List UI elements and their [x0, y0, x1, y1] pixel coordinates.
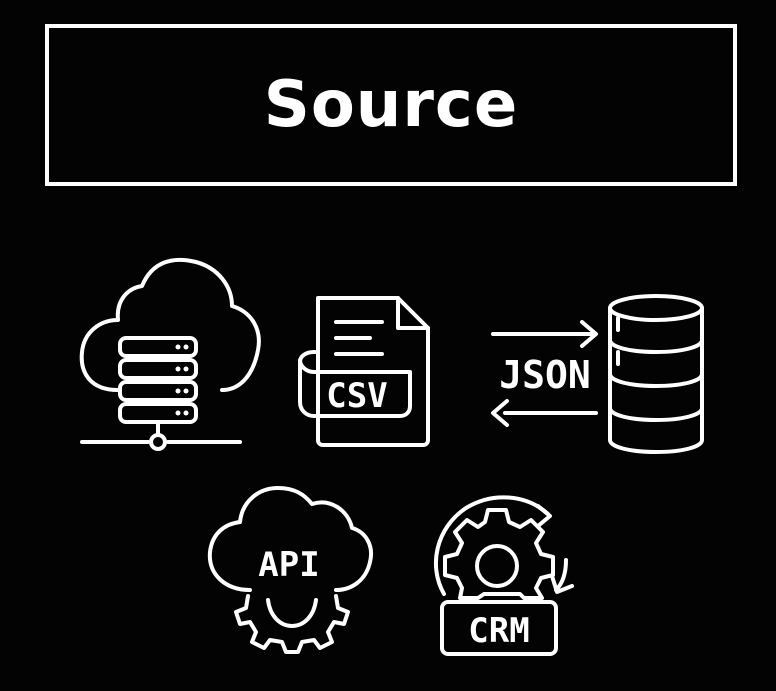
- csv-file-icon: CSV: [298, 296, 430, 447]
- source-title-box: Source: [45, 24, 737, 186]
- api-label: API: [258, 545, 319, 585]
- api-cloud-gear-icon: API: [207, 486, 373, 654]
- csv-label: CSV: [326, 376, 387, 416]
- json-database-icon: JSON: [491, 294, 704, 454]
- crm-label: CRM: [468, 611, 529, 651]
- cloud-server-icon: [79, 257, 261, 451]
- page-title: Source: [263, 68, 519, 142]
- crm-gear-icon: CRM: [433, 495, 574, 656]
- json-label: JSON: [499, 353, 591, 397]
